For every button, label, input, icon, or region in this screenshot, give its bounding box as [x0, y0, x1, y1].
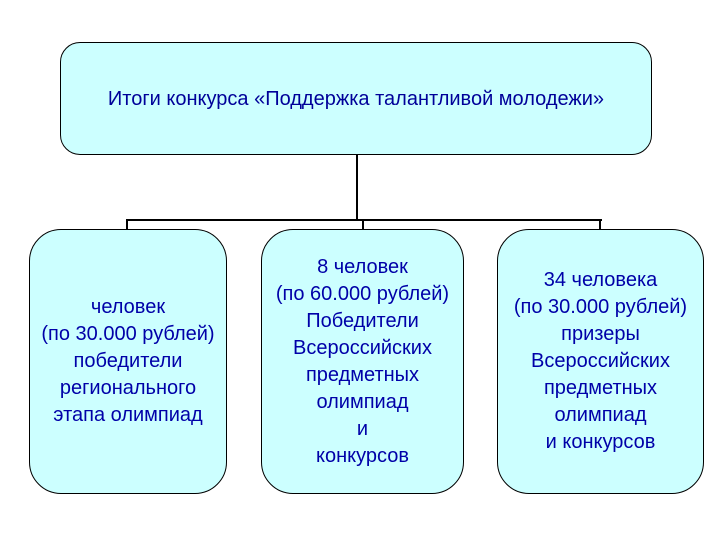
connector-title-stem — [356, 155, 358, 220]
node-allrussian-winners: 8 человек (по 60.000 рублей) Победители … — [261, 229, 464, 494]
text-line: предметных — [543, 377, 658, 399]
text-line: (по 30.000 рублей) — [41, 323, 215, 345]
text-line: человек — [90, 296, 166, 318]
text-line: призеры — [561, 323, 640, 345]
node-allrussian-prizewinners: 34 человека (по 30.000 рублей) призеры В… — [497, 229, 704, 494]
connector-stub-middle — [362, 219, 364, 231]
text-line: и — [356, 417, 369, 440]
text-line: Всероссийских — [531, 350, 670, 372]
text-line: (по 30.000 рублей) — [513, 296, 688, 318]
text-line: 34 человека — [543, 269, 658, 291]
text-line: этапа олимпиад — [53, 404, 203, 426]
text-line: победители — [73, 350, 183, 372]
text-line: Победители — [306, 309, 419, 332]
text-line: Всероссийских — [293, 336, 432, 359]
text-line: (по 60.000 рублей) — [275, 282, 450, 305]
text-line: регионального — [59, 377, 197, 399]
connector-crossbar — [126, 219, 602, 221]
text-line: олимпиад — [316, 390, 409, 413]
text-line: предметных — [305, 363, 420, 386]
text-line: и конкурсов — [545, 431, 656, 453]
text-line: 8 человек — [317, 255, 408, 278]
node-regional-winners: человек (по 30.000 рублей) победители ре… — [29, 229, 227, 494]
connector-stub-left — [126, 219, 128, 231]
title-text: Итоги конкурса «Поддержка талантливой мо… — [107, 87, 605, 110]
title-box: Итоги конкурса «Поддержка талантливой мо… — [60, 42, 652, 155]
text-line: конкурсов — [316, 444, 409, 467]
connector-stub-right — [599, 219, 601, 231]
text-line: олимпиад — [554, 404, 647, 426]
